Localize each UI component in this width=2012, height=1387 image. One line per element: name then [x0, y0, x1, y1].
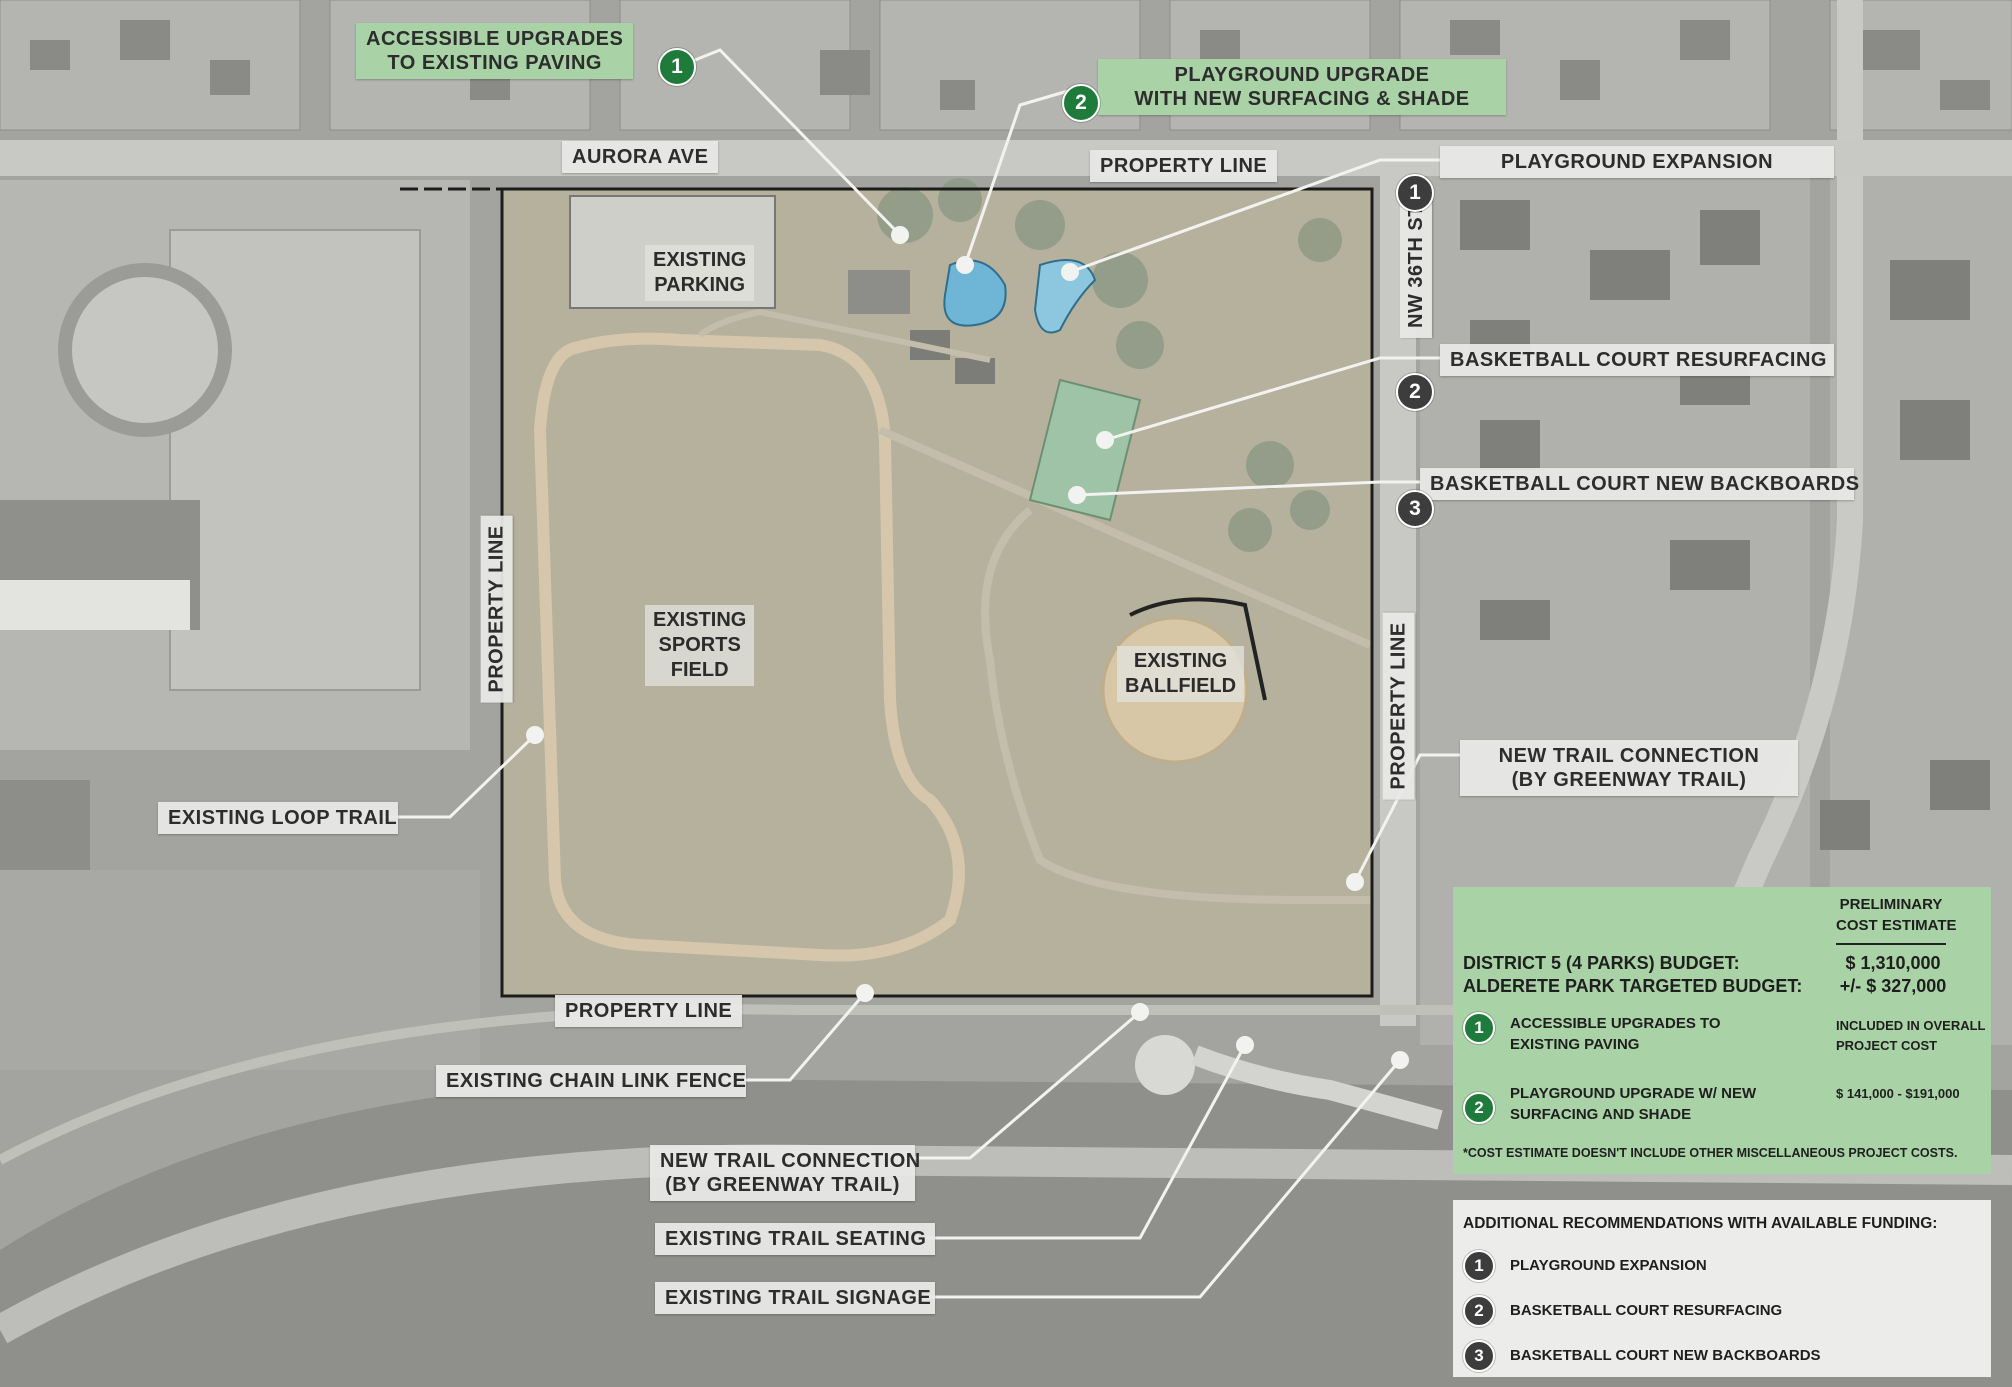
callout-accessible-upgrades: ACCESSIBLE UPGRADES TO EXISTING PAVING [356, 23, 634, 79]
west-complex [0, 180, 470, 870]
cost-estimate-header: PRELIMINARY COST ESTIMATE [1836, 896, 1957, 934]
greenway-connection [1191, 1045, 1443, 1130]
additional-item-1-badge: 1 [1463, 1250, 1495, 1282]
trail-plaza [1135, 1035, 1195, 1095]
entry-path [698, 308, 991, 363]
curved-path [981, 506, 1372, 904]
additional-item-1-label: PLAYGROUND EXPANSION [1510, 1257, 1707, 1274]
ballfield-label: EXISTING BALLFIELD [1117, 646, 1245, 702]
leader-lines [378, 48, 1460, 1299]
callout-playground-expansion: PLAYGROUND EXPANSION [1440, 146, 1834, 178]
badge-playground-expansion: 1 [1396, 174, 1434, 212]
ballfield-fence [1129, 597, 1267, 701]
leader-dots [526, 226, 1409, 1069]
alderete-budget-label: ALDERETE PARK TARGETED BUDGET: [1463, 976, 1803, 996]
badge-playground-upgrade: 2 [1062, 84, 1100, 122]
property-line-label-south: PROPERTY LINE [555, 995, 743, 1027]
alderete-budget-value: +/- $ 327,000 [1839, 976, 1947, 996]
cost-note: *COST ESTIMATE DOESN'T INCLUDE OTHER MIS… [1463, 1146, 1958, 1160]
badge-court-backboards: 3 [1396, 490, 1434, 528]
callout-chain-link-fence: EXISTING CHAIN LINK FENCE [436, 1065, 746, 1097]
callout-playground-upgrade: PLAYGROUND UPGRADE WITH NEW SURFACING & … [1098, 59, 1506, 115]
trees [877, 178, 1342, 552]
cost-estimate-panel: PRELIMINARY COST ESTIMATE DISTRICT 5 (4 … [1453, 887, 1991, 1174]
loop-trail [533, 332, 965, 962]
callout-trail-signage: EXISTING TRAIL SIGNAGE [655, 1282, 935, 1314]
district-budget-value: $ 1,310,000 [1845, 953, 1941, 973]
property-line-label-north: PROPERTY LINE [1090, 150, 1278, 182]
district-budget-label: DISTRICT 5 (4 PARKS) BUDGET: [1463, 953, 1740, 973]
east-road [1688, 0, 1863, 1006]
basketball-court [1028, 378, 1142, 522]
callout-trail-connection-east: NEW TRAIL CONNECTION (BY GREENWAY TRAIL) [1460, 740, 1798, 796]
additional-header: ADDITIONAL RECOMMENDATIONS WITH AVAILABL… [1463, 1215, 1938, 1232]
callout-trail-seating: EXISTING TRAIL SEATING [655, 1223, 935, 1255]
cost-item-2-label: PLAYGROUND UPGRADE W/ NEW SURFACING AND … [1510, 1085, 1757, 1123]
additional-item-3-badge: 3 [1463, 1340, 1495, 1372]
additional-item-3-label: BASKETBALL COURT NEW BACKBOARDS [1510, 1347, 1821, 1364]
cost-item-1-cost: INCLUDED IN OVERALL PROJECT COST [1836, 1018, 1986, 1053]
callout-loop-trail: EXISTING LOOP TRAIL [158, 802, 398, 834]
additional-item-2-label: BASKETBALL COURT RESURFACING [1510, 1302, 1783, 1319]
cost-header-rule [1836, 943, 1946, 945]
cost-item-2-cost: $ 141,000 - $191,000 [1836, 1086, 1960, 1101]
cost-item-1-label: ACCESSIBLE UPGRADES TO EXISTING PAVING [1510, 1015, 1721, 1053]
additional-recommendations-panel: ADDITIONAL RECOMMENDATIONS WITH AVAILABL… [1453, 1200, 1991, 1377]
property-line-label-west: PROPERTY LINE [480, 515, 513, 703]
additional-item-2-badge: 2 [1463, 1295, 1495, 1327]
badge-accessible-upgrades: 1 [658, 48, 696, 86]
parking-label: EXISTING PARKING [645, 245, 755, 301]
restroom-building [848, 270, 910, 314]
cost-item-2-badge: 2 [1463, 1092, 1495, 1124]
street-label-nw-36th-st: NW 36TH ST [1399, 194, 1432, 338]
callout-court-resurfacing: BASKETBALL COURT RESURFACING [1440, 344, 1834, 376]
diagonal-path [878, 426, 1372, 649]
playground-upgrade-area [943, 259, 1007, 327]
property-line-label-east: PROPERTY LINE [1382, 612, 1415, 800]
southwest-area [0, 870, 480, 1070]
park-area [502, 189, 1372, 996]
callout-court-backboards: BASKETBALL COURT NEW BACKBOARDS [1420, 468, 1859, 500]
sports-field-label: EXISTING SPORTS FIELD [645, 605, 755, 686]
cost-item-1-badge: 1 [1463, 1012, 1495, 1044]
playground-expansion-area [1033, 259, 1097, 334]
callout-trail-connection-south: NEW TRAIL CONNECTION (BY GREENWAY TRAIL) [650, 1145, 920, 1201]
badge-court-resurfacing: 2 [1396, 373, 1434, 411]
street-label-aurora-ave: AURORA AVE [562, 141, 719, 173]
